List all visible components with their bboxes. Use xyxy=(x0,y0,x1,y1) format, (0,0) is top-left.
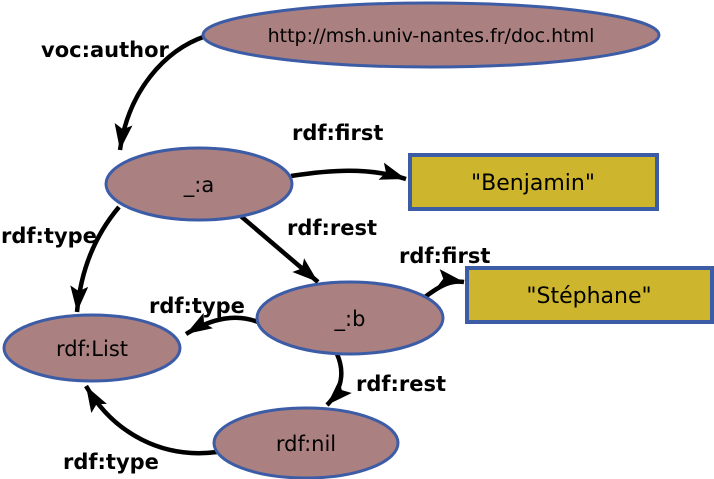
edge-nil-rdf-type xyxy=(84,384,218,456)
node-doc-label: http://msh.univ-nantes.fr/doc.html xyxy=(268,25,595,47)
edge-voc-author xyxy=(114,33,207,151)
node-b-label: _:b xyxy=(334,307,366,332)
edge-label-voc-author: voc:author xyxy=(41,38,169,62)
node-rdf-list-ellipse xyxy=(2,313,182,383)
node-doc: http://msh.univ-nantes.fr/doc.html xyxy=(201,1,661,69)
literal-benjamin: "Benjamin" xyxy=(408,153,659,211)
node-a: _:a xyxy=(104,146,294,222)
edge-label-nil-rdf-type: rdf:type xyxy=(63,450,159,474)
node-b: _:b xyxy=(255,280,445,356)
literal-benjamin-label: "Benjamin" xyxy=(471,171,595,196)
edge-a-rdf-type xyxy=(70,205,121,313)
edge-label-b-rdf-first: rdf:first xyxy=(399,244,490,268)
node-a-ellipse xyxy=(104,146,294,222)
literal-stephane: "Stéphane" xyxy=(465,266,714,324)
edge-b-rdf-type xyxy=(184,312,259,336)
edge-label-b-rdf-rest: rdf:rest xyxy=(356,372,446,396)
node-a-label: _:a xyxy=(183,173,214,198)
node-rdf-list-label: rdf:List xyxy=(56,337,128,361)
edge-label-a-rdf-rest: rdf:rest xyxy=(287,216,377,240)
edge-b-rdf-rest xyxy=(325,353,352,407)
edge-label-a-rdf-first: rdf:first xyxy=(292,121,383,145)
node-rdf-nil-label: rdf:nil xyxy=(276,432,336,456)
edge-a-rdf-rest xyxy=(234,210,320,284)
edge-b-rdf-first xyxy=(423,269,465,299)
node-b-ellipse xyxy=(255,280,445,356)
edge-label-b-rdf-type: rdf:type xyxy=(149,294,245,318)
node-rdf-nil-ellipse xyxy=(212,406,400,479)
literal-stephane-label: "Stéphane" xyxy=(526,284,651,309)
literal-benjamin-box xyxy=(408,153,659,211)
edge-label-a-rdf-type: rdf:type xyxy=(1,224,97,248)
literal-stephane-box xyxy=(465,266,714,324)
node-rdf-nil: rdf:nil xyxy=(212,406,400,479)
edge-a-rdf-first xyxy=(290,162,407,182)
node-doc-ellipse xyxy=(201,1,661,69)
node-rdf-list: rdf:List xyxy=(2,313,182,383)
